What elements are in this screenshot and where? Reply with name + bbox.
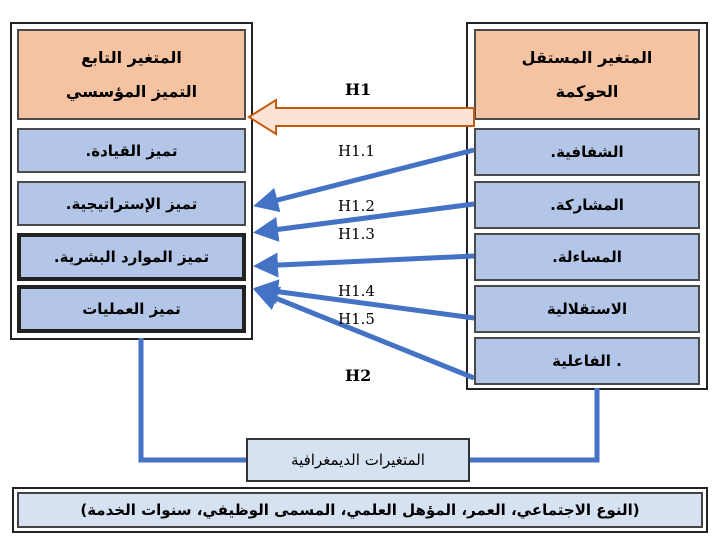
independent-variable-header: المتغير المستقل الحوكمة <box>474 29 700 120</box>
dependent-item-leadership: تميز القيادة. <box>17 128 246 173</box>
independent-variable-title: المتغير المستقل <box>521 47 653 67</box>
independent-item-independence: الاستقلالية <box>474 285 700 333</box>
h1-5-arrow <box>253 286 475 381</box>
h1-2-label: H1.2 <box>338 197 375 215</box>
dependent-variable-header: المتغير التابع التميز المؤسسي <box>17 29 246 120</box>
h1-5-label: H1.5 <box>338 310 375 328</box>
h1-1-label: H1.1 <box>338 142 375 160</box>
dependent-variable-title: المتغير التابع <box>81 47 182 67</box>
independent-variable-subtitle: الحوكمة <box>555 81 619 101</box>
demographic-details-text: (النوع الاجتماعي، العمر، المؤهل العلمي، … <box>17 492 703 528</box>
h1-4-label: H1.4 <box>338 282 375 300</box>
demographic-connector-left <box>138 338 246 463</box>
dependent-variable-subtitle: التميز المؤسسي <box>65 81 198 101</box>
h1-arrow <box>247 98 475 136</box>
h1-3-label: H1.3 <box>338 225 375 243</box>
dependent-item-strategy: تميز الإستراتيجية. <box>17 181 246 226</box>
demographic-connector-right <box>470 388 600 463</box>
independent-item-effectiveness: . الفاعلية <box>474 337 700 385</box>
h1-4-arrow <box>253 279 475 321</box>
h1-2-arrow <box>253 201 475 242</box>
independent-item-transparency: الشفافية. <box>474 128 700 176</box>
independent-item-accountability: المساءلة. <box>474 233 700 281</box>
dependent-item-operations: تميز العمليات <box>17 285 246 333</box>
h1-label: H1 <box>345 80 372 99</box>
demographic-details-box: (النوع الاجتماعي، العمر، المؤهل العلمي، … <box>12 487 708 533</box>
h2-label: H2 <box>345 366 372 385</box>
independent-item-participation: المشاركة. <box>474 181 700 229</box>
h1-3-arrow <box>253 252 475 278</box>
h1-1-arrow <box>253 147 475 213</box>
dependent-item-human-resources: تميز الموارد البشرية. <box>17 233 246 281</box>
demographic-variables-box: المتغيرات الديمغرافية <box>246 438 470 482</box>
